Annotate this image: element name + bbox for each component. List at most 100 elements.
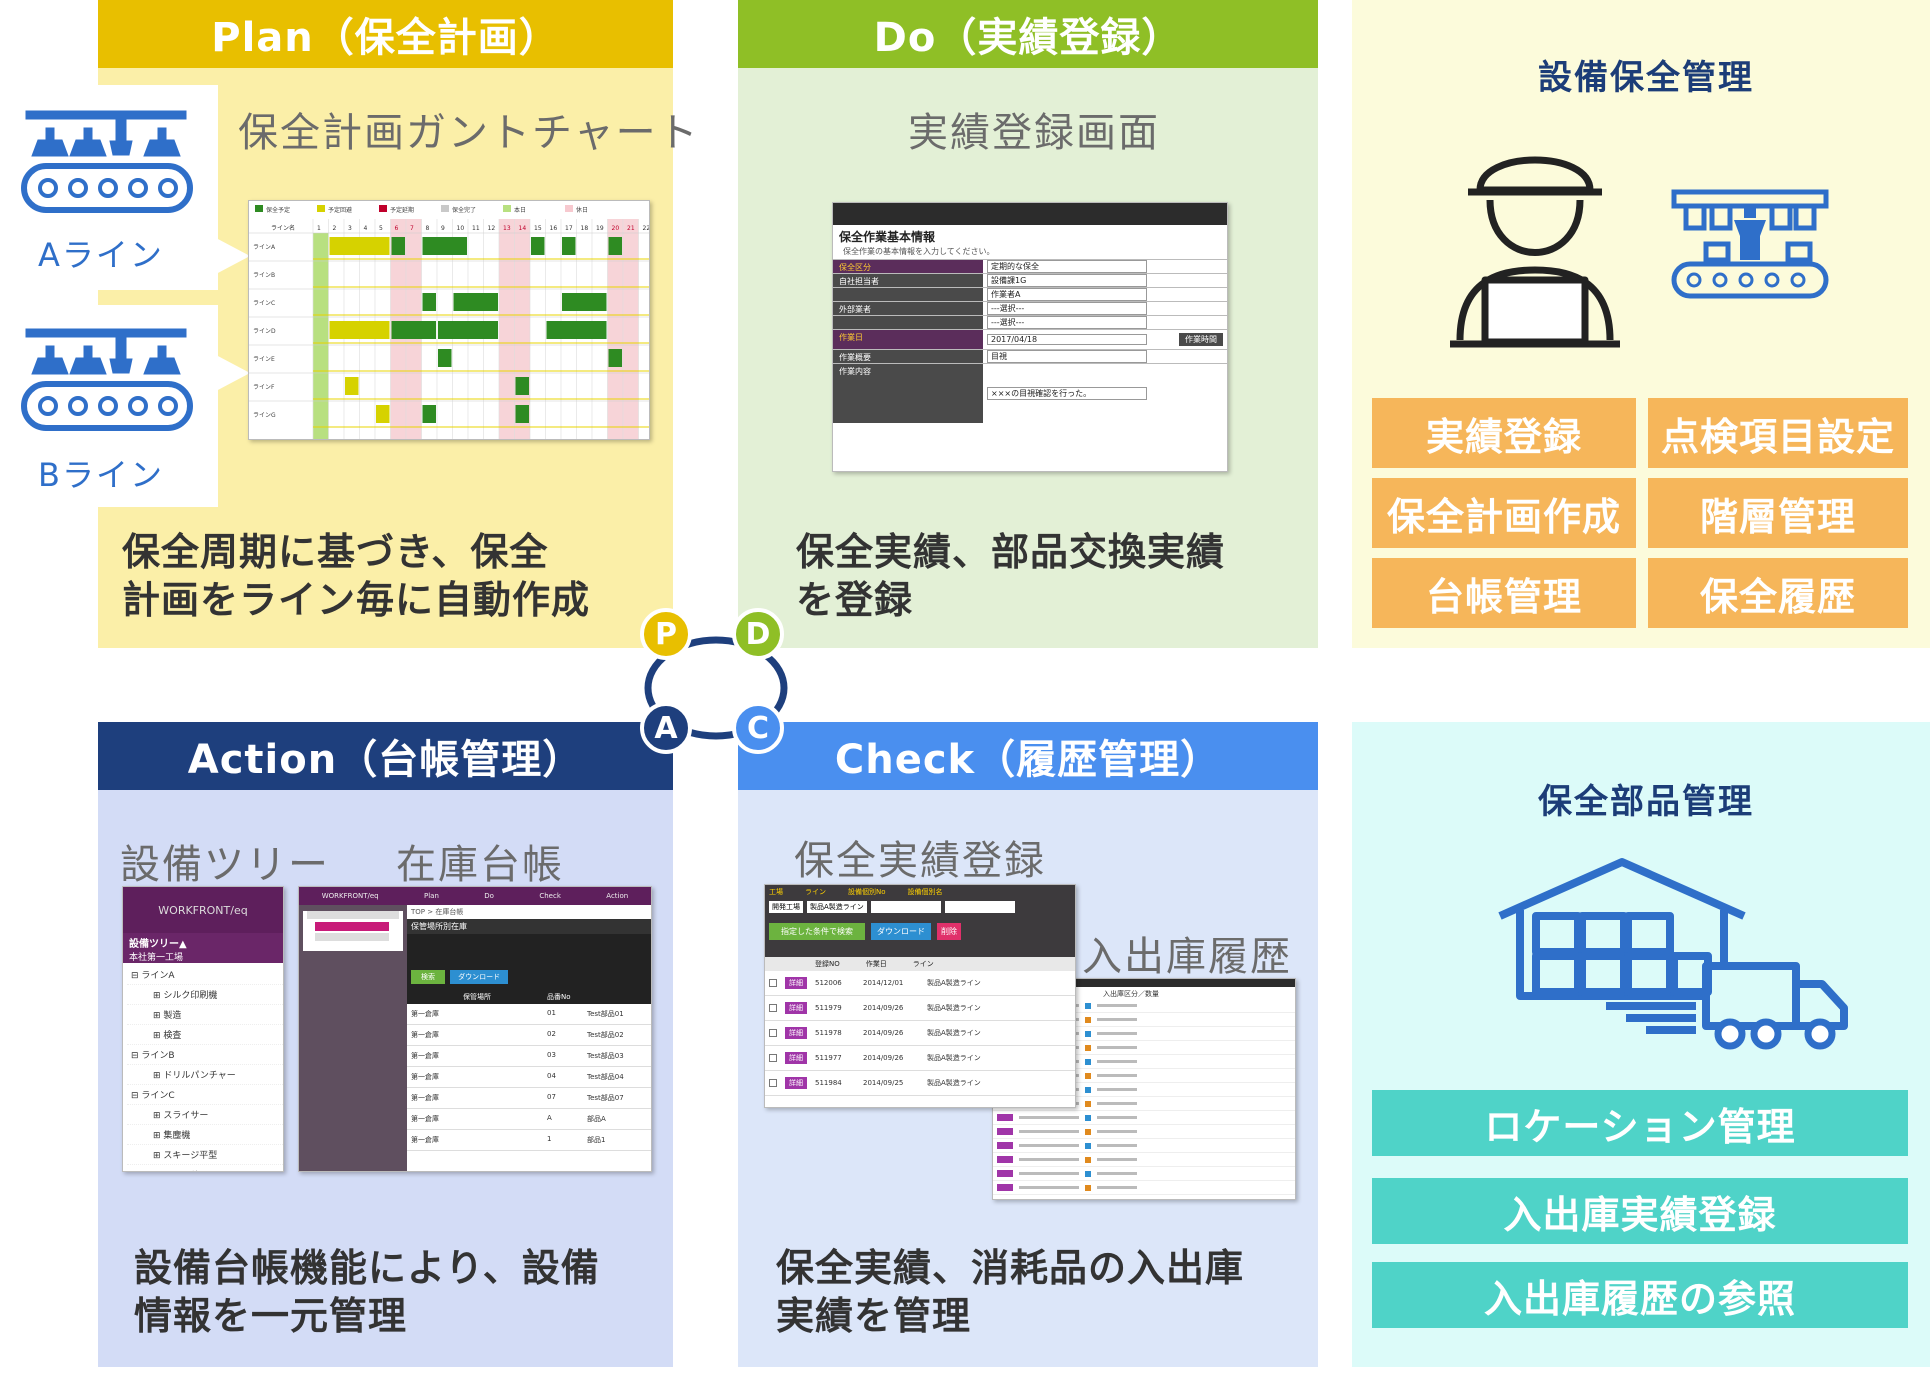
form-row-value[interactable]: 目視 [983,350,1227,363]
gantt-row-label: ラインD [253,328,276,335]
ledger-download-button[interactable]: ダウンロード [450,970,509,984]
tree-app-bar: WORKFRONT/eq [123,887,283,933]
ledger-search-button[interactable]: 検索 [411,970,445,984]
gantt-day-label: 5 [379,225,383,232]
equipment-no-input[interactable] [870,901,941,913]
ledger-cell-part: Test部品03 [587,1052,624,1060]
tree-node[interactable]: ⊞ シルク印刷機 [127,985,283,1005]
tree-node[interactable]: ⊟ ラインB [127,1045,283,1065]
form-row-value[interactable]: 作業者A [983,288,1227,301]
history-text-block [1097,1144,1137,1147]
records-cell-date: 2014/12/01 [863,979,904,987]
ledger-cell-place: 第一倉庫 [411,1136,439,1144]
tree-node[interactable]: ⊞ 製造 [127,1005,283,1025]
warehouse-truck-icon [1498,858,1848,1050]
form-time-label: 作業時間 [1179,333,1223,346]
tree-title: 設備ツリー▲ [129,939,187,950]
form-row-label: 保全区分 [833,260,983,273]
form-row-label: 作業日 [833,330,983,349]
ledger-nav-item[interactable]: Plan [423,892,439,900]
ledger-nav-item[interactable]: Check [539,892,561,900]
tree-node[interactable]: ⊟ ラインA [127,965,283,985]
gantt-day-label: 4 [364,225,368,232]
records-download-button[interactable]: ダウンロード [871,923,931,940]
form-row-value[interactable]: ---選択--- [983,316,1227,329]
tree-node[interactable]: ⊞ 検査 [127,1025,283,1045]
history-text-block [1097,1074,1137,1077]
pdca-a-circle: A [640,702,692,754]
tree-node[interactable]: ⊞ スライサー [127,1105,283,1125]
factory-select[interactable]: 開発工場 [769,901,803,913]
gantt-day-label: 13 [503,225,511,232]
form-value-text: 定期的な保全 [987,260,1147,273]
history-text-block [1019,1144,1079,1147]
ledger-nav: WORKFRONT/eq Plan Do Check Action [299,887,651,905]
action-description: 設備台帳機能により、設備 情報を一元管理 [134,1244,600,1340]
gantt-day-label: 18 [581,225,589,232]
tree-node[interactable]: ⊞ ドリルパンチャー [127,1065,283,1085]
form-row-value[interactable]: 設備課1G [983,274,1227,287]
form-value-text: ---選択--- [987,316,1147,329]
records-detail-button[interactable]: 詳細 [785,1002,807,1014]
records-cell-date: 2014/09/26 [863,1054,904,1062]
ledger-nav-item[interactable]: Action [606,892,629,900]
records-checkbox[interactable] [769,1054,777,1062]
check-desc-line1: 保全実績、消耗品の入出庫 [776,1246,1245,1290]
form-note: 保全作業の基本情報を入力してください。 [843,247,995,256]
records-delete-button[interactable]: 削除 [937,923,961,940]
gantt-day-label: 22 [643,225,651,232]
gantt-row-label: ラインG [253,412,276,419]
records-checkbox[interactable] [769,979,777,987]
tree-node[interactable]: ⊞ 集塵機 [127,1125,283,1145]
ledger-cell-part: Test部品02 [587,1031,624,1039]
ledger-col-no: 品番No [547,993,571,1001]
tree-node[interactable]: ⊞ スキージ平型 [127,1145,283,1165]
equipment-name-input[interactable] [944,901,1015,913]
ledger-cell-part: 部品A [587,1115,606,1123]
records-checkbox[interactable] [769,1079,777,1087]
history-text-block [1097,1186,1137,1189]
form-row-value[interactable]: ×××の目視確認を行った。 [983,364,1227,423]
records-detail-button[interactable]: 詳細 [785,1052,807,1064]
records-cell-date: 2014/09/25 [863,1079,904,1087]
form-row-value[interactable]: 定期的な保全 [983,260,1227,273]
gantt-task-bar [329,321,390,339]
form-row: 作業概要目視 [833,349,1227,363]
history-text-block [1097,1172,1137,1175]
records-checkbox[interactable] [769,1004,777,1012]
ledger-cell-place: 第一倉庫 [411,1073,439,1081]
line-select[interactable]: 製品A製造ライン [807,901,867,913]
ledger-cell-no: 03 [547,1051,556,1059]
form-row-value[interactable]: ---選択--- [983,302,1227,315]
tree-node[interactable]: ⊞ スライサー [127,1165,283,1171]
plan-subtitle: 保全計画ガントチャート [238,110,700,156]
ledger-breadcrumb: TOP > 在庫台帳 [411,908,464,916]
records-detail-button[interactable]: 詳細 [785,977,807,989]
history-text-block [1097,1060,1137,1063]
history-status-icon [1085,1030,1091,1037]
history-text-block [1097,1130,1137,1133]
records-detail-button[interactable]: 詳細 [785,1077,807,1089]
records-col-header: 登録NO [815,960,840,968]
ledger-nav-item[interactable]: WORKFRONT/eq [321,892,379,900]
history-status-icon [1085,1044,1091,1051]
records-checkbox[interactable] [769,1029,777,1037]
form-value-text: 目視 [987,350,1147,363]
history-text-block [1097,1046,1137,1049]
form-value-text: ×××の目視確認を行った。 [987,387,1147,400]
records-detail-button[interactable]: 詳細 [785,1027,807,1039]
tag-plan-creation: 保全計画作成 [1372,478,1636,548]
check-subtitle-records: 保全実績登録 [794,838,1046,884]
tree-node[interactable]: ⊟ ラインC [127,1085,283,1105]
tree-title-bar: 設備ツリー▲ 本社第一工場 [123,933,283,963]
records-search-button[interactable]: 指定した条件で検索 [769,923,865,940]
ledger-nav-item[interactable]: Do [484,892,494,900]
gantt-day-label: 10 [457,225,465,232]
gantt-task-bar [515,405,529,423]
